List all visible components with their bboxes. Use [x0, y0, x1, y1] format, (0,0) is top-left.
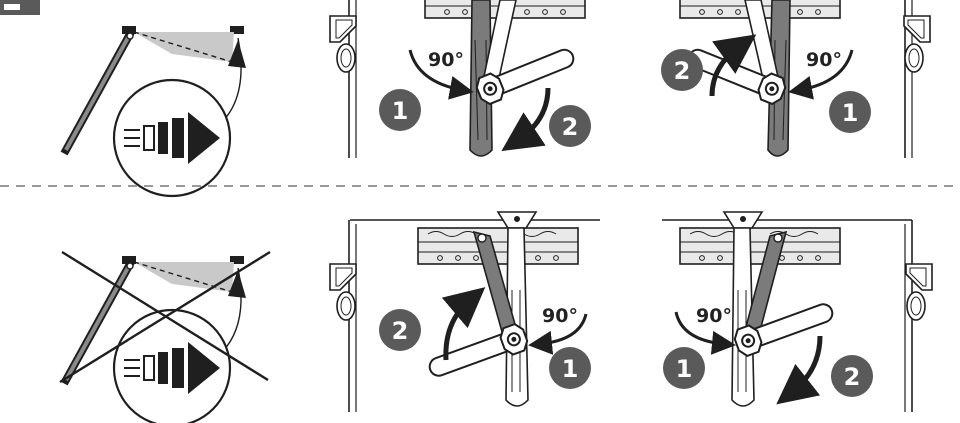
- step-badge-1: 1: [549, 347, 591, 389]
- step-badge-2: 2: [831, 355, 873, 397]
- svg-text:2: 2: [392, 317, 409, 345]
- bottom-panel-left-adjustment: 90° 2 1: [329, 211, 600, 412]
- angle-label: 90°: [696, 305, 732, 327]
- door-closer-correct-mount-icon: [66, 26, 246, 196]
- door-closer-body: [417, 227, 579, 265]
- door-closer-body: [679, 227, 841, 265]
- door-closer-wrong-mount-icon: [59, 250, 271, 423]
- step-badge-2: 2: [379, 309, 421, 351]
- step-badge-2: 2: [661, 49, 703, 91]
- angle-label: 90°: [806, 49, 842, 71]
- svg-text:1: 1: [676, 355, 693, 383]
- angle-label: 90°: [542, 305, 578, 327]
- top-panel-right-adjustment: 90° 2 1: [661, 0, 931, 158]
- step-badge-2: 2: [549, 105, 591, 147]
- svg-text:1: 1: [562, 355, 579, 383]
- svg-text:1: 1: [392, 97, 409, 125]
- svg-text:2: 2: [844, 363, 861, 391]
- top-panel-left-adjustment: 90° 1 2: [329, 0, 591, 158]
- svg-text:2: 2: [562, 113, 579, 141]
- angle-label: 90°: [428, 49, 464, 71]
- svg-text:1: 1: [842, 99, 859, 127]
- step-badge-1: 1: [829, 91, 871, 133]
- step-badge-1: 1: [379, 89, 421, 131]
- step-badge-1: 1: [663, 347, 705, 389]
- bottom-panel-right-adjustment: 90° 1 2: [662, 211, 933, 412]
- svg-text:2: 2: [674, 57, 691, 85]
